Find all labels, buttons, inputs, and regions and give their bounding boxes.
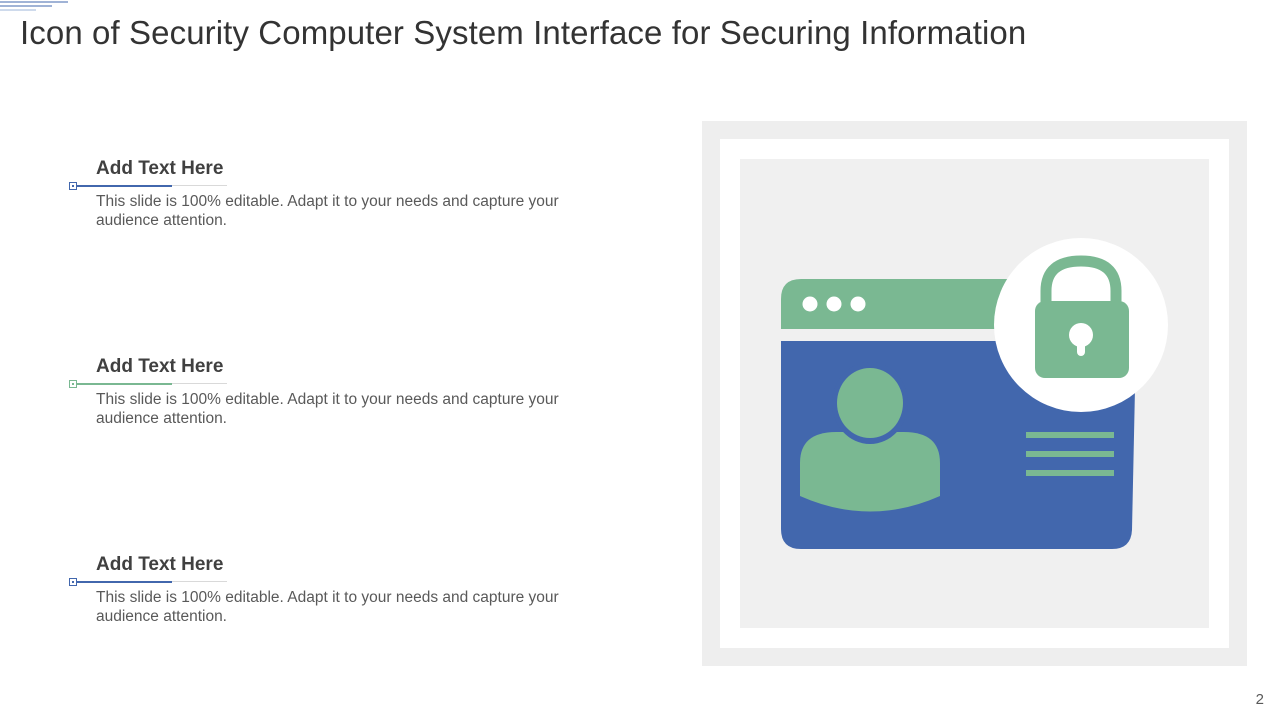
square-bullet-icon (69, 578, 77, 586)
text-block-3[interactable]: Add Text Here This slide is 100% editabl… (68, 554, 588, 644)
illustration-mat (720, 139, 1229, 648)
illustration-frame (702, 121, 1247, 666)
heading-underline-light (172, 581, 227, 582)
slide-title: Icon of Security Computer System Interfa… (20, 14, 1027, 51)
text-block-2[interactable]: Add Text Here This slide is 100% editabl… (68, 356, 588, 446)
corner-decoration (0, 1, 68, 11)
heading-underline (77, 185, 172, 187)
text-block-heading[interactable]: Add Text Here (96, 356, 224, 377)
square-bullet-icon (69, 182, 77, 190)
window-dot-icon (850, 296, 866, 312)
heading-underline (77, 581, 172, 583)
illustration-panel (740, 159, 1209, 628)
heading-underline-light (172, 383, 227, 384)
window-dot-icon (826, 296, 842, 312)
text-block-heading[interactable]: Add Text Here (96, 158, 224, 179)
text-lines-icon (1026, 432, 1114, 476)
text-block-body[interactable]: This slide is 100% editable. Adapt it to… (96, 193, 559, 229)
keyhole-icon (1069, 323, 1093, 347)
text-block-body[interactable]: This slide is 100% editable. Adapt it to… (96, 589, 559, 625)
text-block-heading[interactable]: Add Text Here (96, 554, 224, 575)
heading-underline-light (172, 185, 227, 186)
user-avatar-icon (800, 362, 940, 512)
text-block-1[interactable]: Add Text Here This slide is 100% editabl… (68, 158, 588, 248)
padlock-icon (994, 238, 1168, 412)
page-number: 2 (1255, 691, 1264, 708)
window-dot-icon (802, 296, 818, 312)
square-bullet-icon (69, 380, 77, 388)
heading-underline (77, 383, 172, 385)
security-interface-icon (781, 238, 1168, 549)
text-block-body[interactable]: This slide is 100% editable. Adapt it to… (96, 391, 559, 427)
